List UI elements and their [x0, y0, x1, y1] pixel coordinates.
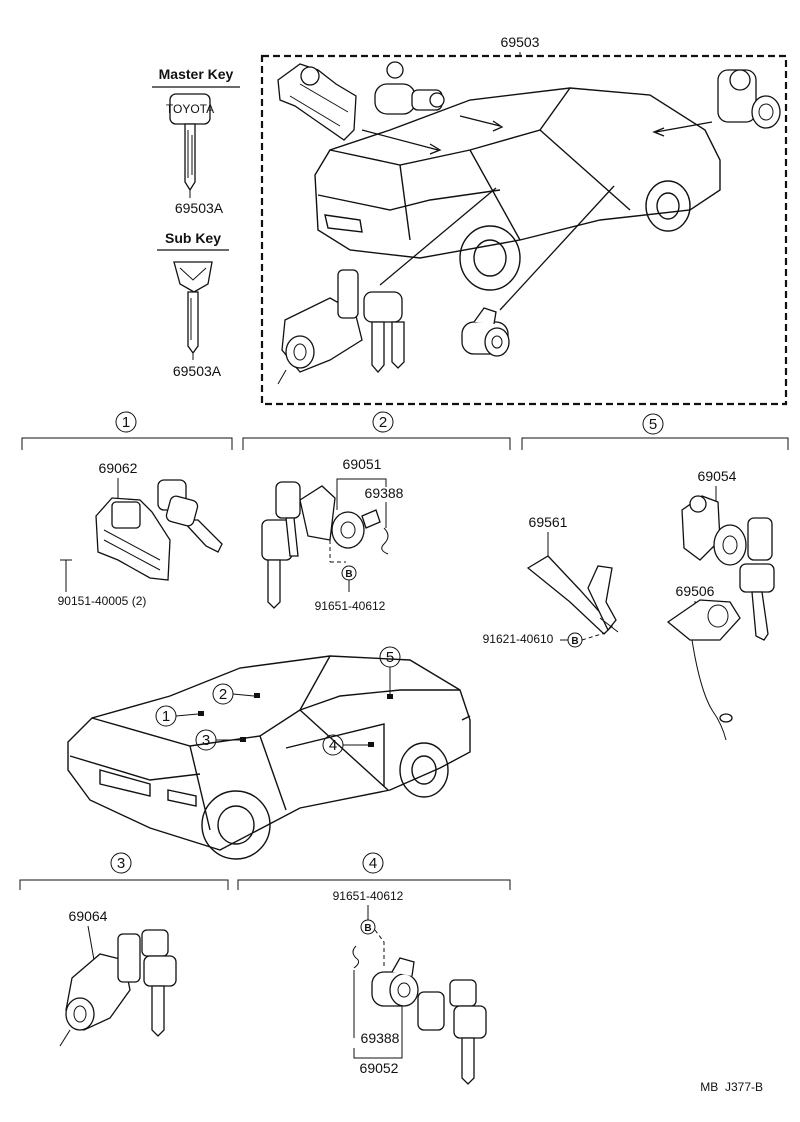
part-69051-leader [336, 478, 387, 510]
master-key-part-no: 69503A [175, 200, 224, 216]
car-marker-2-num: 2 [219, 686, 227, 703]
bolt-symbol-5: B [571, 636, 578, 647]
bolt-symbol-2: B [345, 569, 352, 580]
trunk-keys-icon [261, 481, 301, 609]
car-marker-2: 2 [212, 683, 260, 705]
part-69561-label: 69561 [529, 514, 568, 530]
hatch-release-cable-icon [666, 599, 741, 741]
hatch-lock-icon [681, 495, 747, 566]
kit-hatch-lock-icon [717, 69, 781, 129]
kit-part-no: 69503 [501, 34, 540, 50]
group-4-number: 4 [369, 855, 377, 872]
trunk-cylinder-icon [299, 485, 381, 549]
release-lever-icon [526, 555, 619, 635]
clip-icon [352, 945, 360, 969]
part-90151-label: 90151-40005 (2) [58, 594, 147, 608]
spring-clip-icon [381, 527, 389, 555]
kit-glove-lock-icon [277, 63, 357, 141]
door-keys-icon [417, 979, 487, 1085]
bolt-circle-4 [360, 919, 376, 935]
car-marker-5: 5 [379, 646, 401, 699]
screw-icon [60, 559, 72, 574]
kit-door-cylinder-icon [461, 307, 510, 357]
group-2-header: 2 [242, 411, 511, 450]
part-69062-label: 69062 [99, 460, 138, 476]
ignition-cylinder-icon [59, 933, 141, 1047]
bolt-dash-4 [374, 929, 385, 966]
group-5-header: 5 [521, 413, 789, 450]
sub-key-part-no: 69503A [173, 363, 222, 379]
group-5-number: 5 [649, 416, 657, 433]
kit-ignition-cylinder-icon [277, 269, 405, 385]
part-69388-label-b: 69388 [361, 1030, 400, 1046]
kit-car-illustration [314, 87, 721, 291]
ignition-keys-icon [141, 929, 177, 1037]
kit-dashed-box [260, 54, 788, 406]
sub-key-icon [173, 261, 213, 355]
part-69052-label: 69052 [360, 1060, 399, 1076]
part-69064-label: 69064 [69, 908, 108, 924]
car-marker-1: 1 [155, 705, 204, 727]
part-91651-label-b: 91651-40612 [333, 889, 404, 903]
part-91621-label: 91621-40610 [483, 632, 554, 646]
part-69388-label: 69388 [365, 485, 404, 501]
bolt-symbol-4: B [364, 923, 371, 934]
group-2-number: 2 [379, 414, 387, 431]
group-1-number: 1 [122, 414, 130, 431]
master-key-tag: TOYOTA [166, 102, 214, 116]
part-91651-label-a: 91651-40612 [315, 599, 386, 613]
car-marker-3-num: 3 [202, 732, 210, 749]
part-69052-bracket [353, 1006, 403, 1059]
door-cylinder-icon [371, 957, 419, 1007]
car-marker-1-num: 1 [162, 708, 170, 725]
part-69506-label: 69506 [676, 583, 715, 599]
sub-key-label: Sub Key [165, 230, 221, 246]
car-marker-4-num: 4 [329, 737, 337, 754]
group-3-header: 3 [19, 852, 229, 890]
part-69051-label: 69051 [343, 456, 382, 472]
kit-trunk-cylinder-icon [374, 61, 445, 115]
group-1-header: 1 [21, 411, 233, 450]
glove-box-lock-icon [95, 497, 171, 581]
document-code: MB J377-B [700, 1080, 763, 1094]
hatch-keys-icon [739, 517, 775, 641]
group-4-header: 4 [237, 852, 511, 890]
car-marker-3: 3 [195, 729, 246, 751]
part-69054-label: 69054 [698, 468, 737, 484]
group-3-number: 3 [117, 855, 125, 872]
car-marker-4: 4 [322, 734, 374, 756]
glove-box-keys-icon [157, 479, 223, 553]
car-illustration [67, 655, 471, 860]
kit-arrows [361, 115, 713, 311]
bolt-dash-5 [581, 631, 609, 641]
master-key-icon: TOYOTA [166, 93, 214, 192]
part-69064-leader [87, 925, 95, 961]
car-marker-5-num: 5 [386, 649, 394, 666]
master-key-label: Master Key [159, 66, 234, 82]
